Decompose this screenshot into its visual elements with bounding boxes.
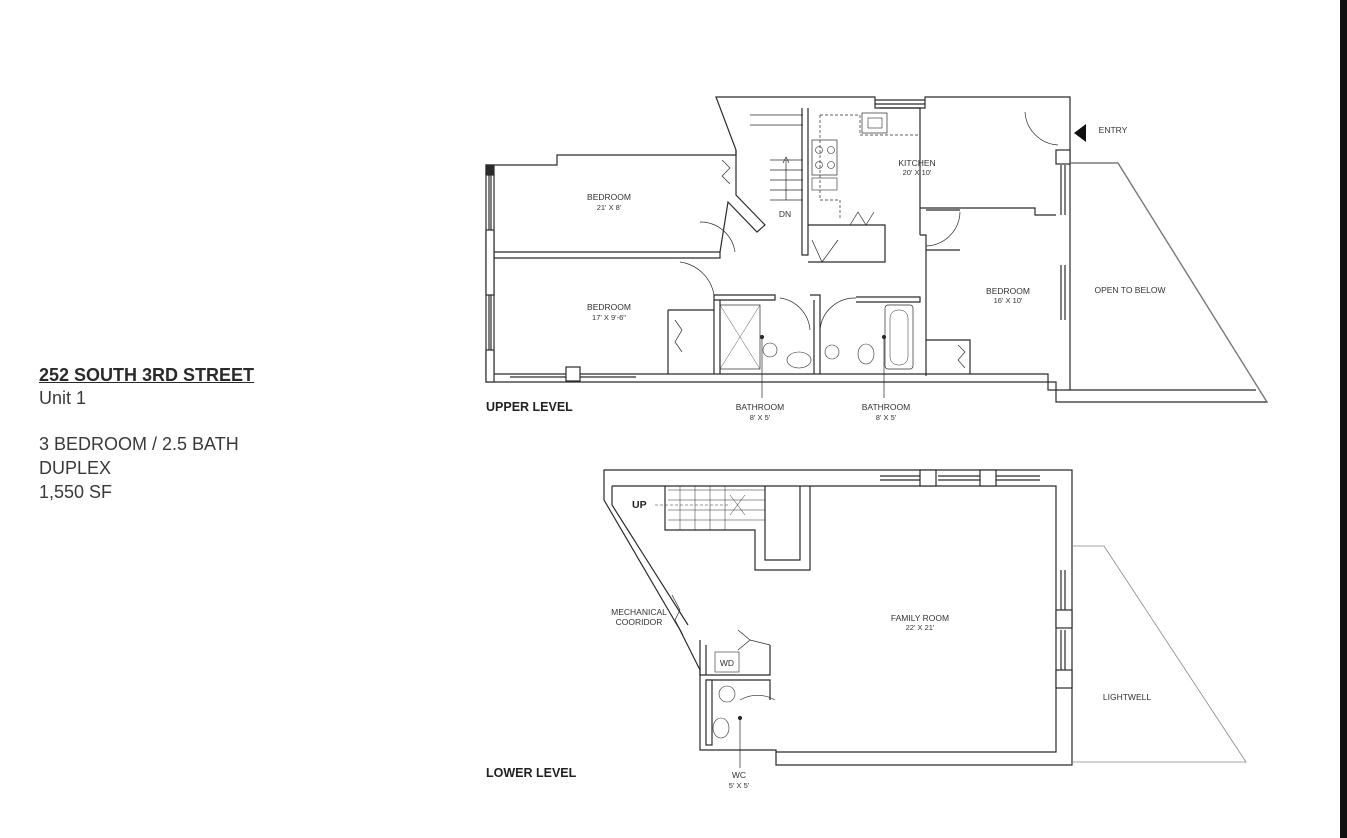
washer-dryer-label: WD [720,658,734,668]
room-dims-bedroom-3: 16' X 10' [994,296,1023,305]
lower-level-plan [603,469,1073,768]
corridor-label: COORIDOR [616,617,663,627]
room-name-bedroom-3: BEDROOM [986,286,1030,296]
property-info: 252 SOUTH 3RD STREET Unit 1 3 BEDROOM / … [39,365,254,504]
room-dims-bathroom-2: 8' X 5' [876,413,897,422]
mechanical-label: MECHANICAL [611,607,667,617]
room-dims-kitchen: 20' X 10' [903,168,932,177]
bed-bath-label: 3 BEDROOM / 2.5 BATH [39,434,239,454]
room-name-wc: WC [732,770,746,780]
room-dims-family-room: 22' X 21' [906,623,935,632]
property-name: 252 SOUTH 3RD STREET [39,365,255,385]
entry-label: ENTRY [1099,125,1128,135]
upper-level-plan [485,96,1269,403]
open-to-below-label: OPEN TO BELOW [1094,285,1165,295]
lightwell-label: LIGHTWELL [1103,692,1151,702]
stair-down-label: DN [779,209,791,219]
page-edge-bar [1340,0,1347,838]
lower-level-label: LOWER LEVEL [486,766,577,780]
room-name-bathroom-2: BATHROOM [862,402,910,412]
room-name-bedroom-1: BEDROOM [587,192,631,202]
room-dims-wc: 5' X 5' [729,781,750,790]
room-name-bedroom-2: BEDROOM [587,302,631,312]
stair-up-label: UP [632,499,647,511]
room-dims-bedroom-2: 17' X 9'-6" [592,313,626,322]
upper-level-label: UPPER LEVEL [486,400,573,414]
room-dims-bathroom-1: 8' X 5' [750,413,771,422]
room-name-family-room: FAMILY ROOM [891,613,949,623]
area-label: 1,550 SF [39,482,113,502]
room-dims-bedroom-1: 21' X 8' [597,203,622,212]
room-name-kitchen: KITCHEN [898,158,935,168]
unit-type-label: DUPLEX [39,458,112,478]
room-name-bathroom-1: BATHROOM [736,402,784,412]
unit-label: Unit 1 [39,388,87,408]
entry-arrow-icon [1074,124,1086,142]
